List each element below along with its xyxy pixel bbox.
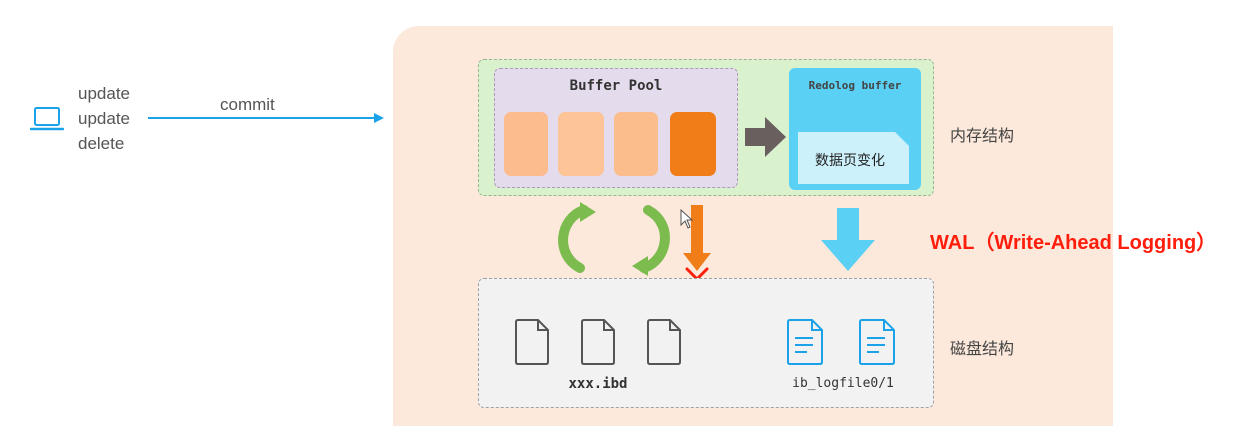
data-file-label: xxx.ibd (568, 376, 628, 392)
mouse-cursor-icon (680, 209, 694, 229)
disk-structure-label: 磁盘结构 (950, 339, 1015, 358)
laptop-icon (30, 107, 64, 131)
redolog-card-text: 数据页变化 (815, 153, 885, 169)
wal-label: WAL（Write-Ahead Logging） (930, 232, 1217, 254)
refresh-arrows-icon (558, 202, 670, 276)
flush-arrow (683, 205, 711, 271)
log-file-icon (787, 319, 823, 365)
dirty-buffer-page (670, 112, 716, 176)
buffer-pool-title: Buffer Pool (569, 78, 663, 94)
memory-structure-label: 内存结构 (950, 126, 1015, 145)
redolog-to-disk-arrow (821, 208, 875, 271)
operation-update-1: update (78, 84, 130, 103)
log-file-label: ib_logfile0/1 (792, 376, 894, 391)
commit-label: commit (220, 95, 275, 114)
log-file-icon (859, 319, 895, 365)
operation-update-2: update (78, 109, 130, 128)
pool-to-redolog-arrow (745, 117, 786, 157)
redolog-card (798, 132, 909, 184)
data-file-icon (515, 319, 549, 365)
commit-arrow (148, 113, 384, 123)
redolog-buffer-title: Redolog buffer (808, 79, 902, 92)
data-file-icon (647, 319, 681, 365)
operation-delete: delete (78, 134, 125, 153)
disk-structure-area (478, 278, 934, 408)
buffer-page (558, 112, 604, 176)
buffer-page (614, 112, 658, 176)
buffer-page (504, 112, 548, 176)
data-file-icon (581, 319, 615, 365)
